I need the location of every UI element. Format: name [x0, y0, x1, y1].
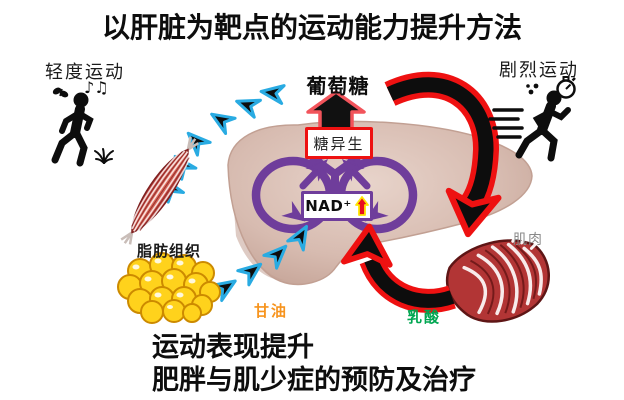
muscle-illustration — [445, 224, 550, 323]
light-exercise-label: 轻度运动 — [45, 62, 125, 83]
adipose-label: 脂肪组织 — [137, 242, 202, 260]
grass-icon — [94, 148, 114, 164]
nad-increase-arrow-icon — [354, 196, 369, 216]
footer-line1: 运动表现提升 — [152, 332, 314, 363]
stopwatch-icon — [556, 76, 576, 99]
nad-box: NAD⁺ — [301, 191, 373, 221]
music-notes-icon: ♪♫ — [84, 78, 109, 97]
footer-text: 运动表现提升 肥胖与肌少症的预防及治疗 — [152, 331, 476, 397]
footer-line2: 肥胖与肌少症的预防及治疗 — [152, 365, 476, 396]
intense-arrow-lactate-to-liver — [344, 225, 456, 313]
gluconeogenesis-label: 糖异生 — [313, 134, 365, 153]
adipose-illustration — [117, 252, 221, 324]
walking-person-icon — [51, 92, 94, 167]
running-person-icon — [515, 90, 571, 162]
intense-exercise-label: 剧烈运动 — [499, 60, 579, 81]
speed-lines-icon — [488, 108, 524, 139]
sweat-drops-icon — [526, 83, 539, 95]
glucose-label: 葡萄糖 — [306, 74, 370, 98]
lactate-label: 乳酸 — [407, 308, 442, 326]
nad-label: NAD⁺ — [305, 197, 352, 215]
intense-arrow-glucose-to-muscle — [384, 71, 498, 238]
muscle-label: 肌肉 — [513, 232, 543, 248]
gluconeogenesis-box: 糖异生 — [305, 127, 373, 159]
page-title: 以肝脏为靶点的运动能力提升方法 — [101, 11, 522, 44]
butterfly-icon — [52, 87, 69, 98]
glycerol-label: 甘油 — [254, 302, 289, 320]
muscle-spindle-illustration — [120, 136, 199, 245]
